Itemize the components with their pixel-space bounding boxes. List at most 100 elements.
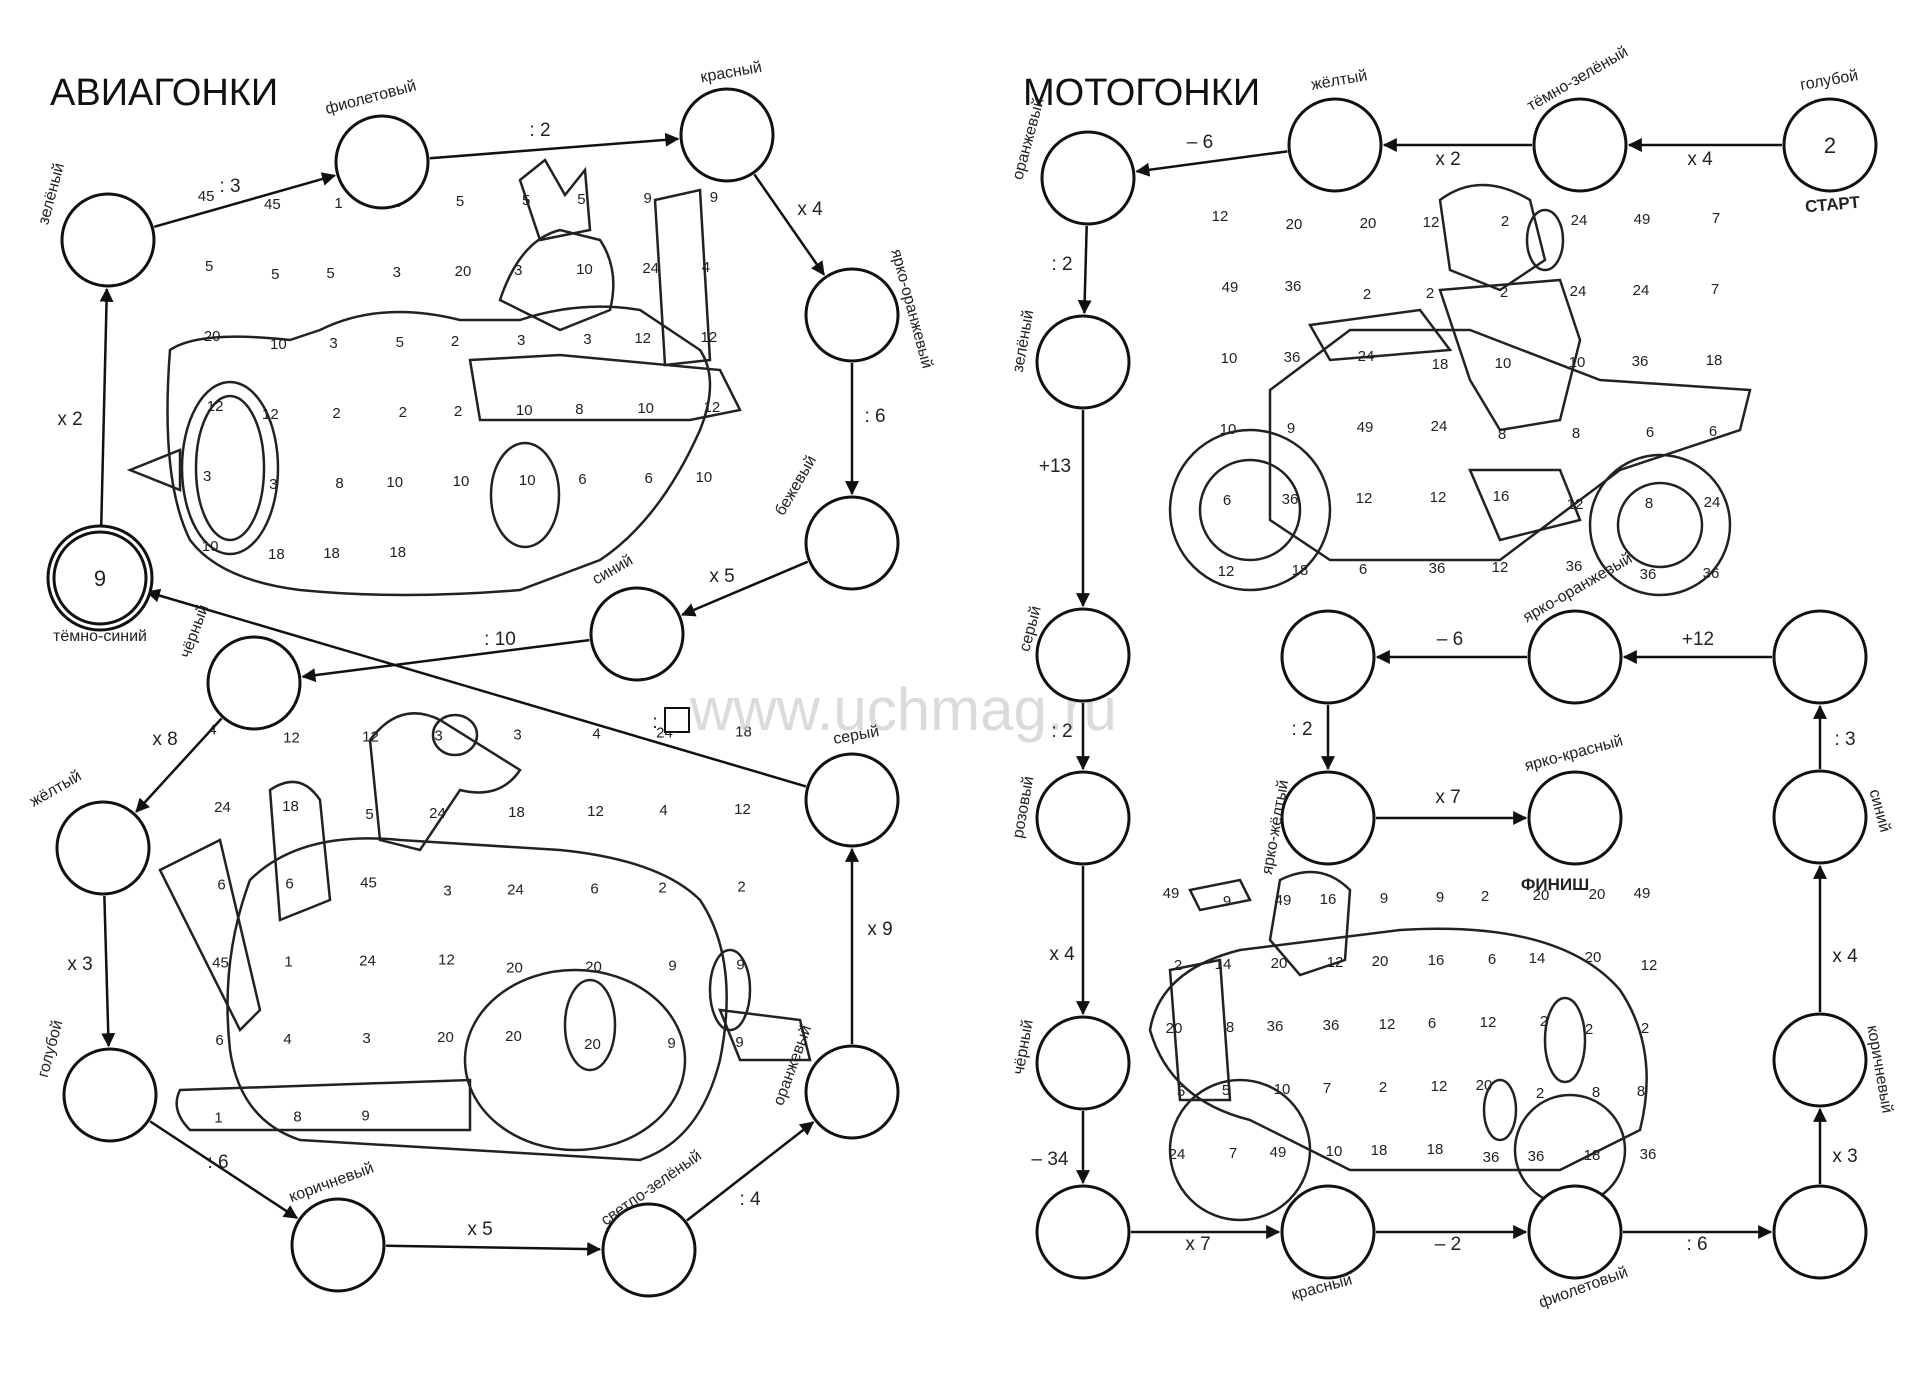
arrow-left-ser-to-tsin	[145, 588, 807, 788]
right-node-zel[interactable]: зелёный	[1010, 309, 1131, 410]
right-node-oran-circle[interactable]	[1040, 130, 1136, 226]
wolf-plane-region-number: 3	[203, 468, 211, 485]
left-node-gol-circle[interactable]	[62, 1047, 158, 1143]
wolf-plane-region-number: 5	[522, 192, 530, 209]
wolf-plane-region-number: 45	[264, 196, 281, 213]
wolf-plane-region-number: 10	[696, 469, 713, 486]
right-op-ser-roz: : 2	[1051, 721, 1072, 742]
bottom-motorcycle-picture	[1148, 870, 1648, 1222]
duck-plane-region-number: 20	[584, 1036, 601, 1053]
right-node-mid_left-circle[interactable]	[1280, 609, 1376, 705]
blank-answer-box[interactable]	[664, 707, 690, 733]
duck-plane-region-number: 8	[293, 1109, 301, 1126]
right-node-kor[interactable]: коричневый	[1772, 1012, 1896, 1114]
right-node-kras[interactable]: красный	[1280, 1184, 1376, 1304]
wolf-plane-region-number: 10	[516, 402, 533, 419]
right-node-kor-circle[interactable]	[1772, 1012, 1868, 1108]
left-node-kor-circle[interactable]	[290, 1197, 386, 1293]
right-node-zhel[interactable]: жёлтый	[1287, 67, 1383, 193]
right-node-bottom1[interactable]	[1035, 1184, 1131, 1280]
left-node-oran-circle[interactable]	[804, 1044, 900, 1140]
right-node-yakr-circle[interactable]	[1527, 770, 1623, 866]
right-node-roz[interactable]: розовый	[1010, 770, 1131, 866]
left-node-bezh-circle[interactable]	[804, 495, 900, 591]
right-node-zel-circle[interactable]	[1035, 314, 1131, 410]
wolf-plane-region-number: 12	[262, 406, 279, 423]
left-node-zhel-circle[interactable]	[55, 800, 151, 896]
right-node-ser[interactable]: серый	[1016, 604, 1131, 703]
top-moto-region-number: 12	[1218, 563, 1235, 580]
left-op-tsin-zel: x 2	[57, 409, 82, 430]
left-node-bezh-color-label: бежевый	[772, 453, 820, 519]
duck-plane-region-number: 18	[282, 798, 299, 815]
right-node-fiol[interactable]: фиолетовый	[1527, 1184, 1630, 1312]
wolf-plane-region-number: 1	[334, 195, 342, 212]
bottom-moto-region-number: 6	[1488, 951, 1496, 968]
left-node-fiol-circle[interactable]	[334, 114, 430, 210]
start-label: СТАРТ	[1804, 193, 1861, 217]
left-node-fiol-color-label: фиолетовый	[324, 77, 419, 118]
arrow-left-sin-to-cher	[301, 638, 590, 683]
right-node-ser-circle[interactable]	[1035, 607, 1131, 703]
right-op-oran-zel: : 2	[1051, 254, 1072, 275]
bottom-moto-region-number: 36	[1267, 1018, 1284, 1035]
left-node-yaor[interactable]: ярко-оранжевый	[804, 247, 935, 370]
right-node-cher-circle[interactable]	[1035, 1015, 1131, 1111]
left-node-cher[interactable]: чёрный	[177, 603, 302, 731]
right-node-bottom4-circle[interactable]	[1772, 1184, 1868, 1280]
right-node-oran[interactable]: оранжевый	[1010, 96, 1136, 226]
left-node-oran[interactable]: оранжевый	[770, 1023, 900, 1140]
right-node-gol-circle[interactable]	[1782, 97, 1878, 193]
right-node-yaor-circle[interactable]	[1527, 609, 1623, 705]
left-node-cher-circle[interactable]	[206, 635, 302, 731]
right-node-cher[interactable]: чёрный	[1010, 1015, 1131, 1111]
right-node-fiol-circle[interactable]	[1527, 1184, 1623, 1280]
right-node-roz-circle[interactable]	[1035, 770, 1131, 866]
left-node-zel-circle[interactable]	[60, 192, 156, 288]
left-node-ser-circle[interactable]	[804, 752, 900, 848]
watermark: www.uchmag.ru	[689, 676, 1117, 743]
top-moto-region-number: 8	[1498, 426, 1506, 443]
right-node-yakr[interactable]: ярко-красный	[1523, 732, 1625, 866]
left-node-svz-circle[interactable]	[601, 1202, 697, 1298]
right-node-tz[interactable]: тёмно-зелёный	[1524, 43, 1631, 193]
right-node-kras-circle[interactable]	[1280, 1184, 1376, 1280]
left-node-kras[interactable]: красный	[679, 59, 775, 183]
left-node-sin[interactable]: синий	[589, 552, 685, 682]
top-moto-region-number: 24	[1570, 283, 1587, 300]
left-node-kras-circle[interactable]	[679, 87, 775, 183]
wolf-plane-region-number: 5	[205, 258, 213, 275]
right-op-fiol-b4: : 6	[1686, 1234, 1707, 1255]
right-node-yazh-circle[interactable]	[1280, 770, 1376, 866]
bottom-moto-region-number: 49	[1275, 892, 1292, 909]
duck-plane-region-number: 18	[508, 804, 525, 821]
left-node-yaor-circle[interactable]	[804, 267, 900, 363]
right-node-zhel-circle[interactable]	[1287, 97, 1383, 193]
left-node-gol[interactable]: голубой	[35, 1018, 158, 1143]
bottom-moto-region-number: 12	[1379, 1016, 1396, 1033]
left-node-fiol[interactable]: фиолетовый	[324, 77, 430, 210]
right-node-sin[interactable]: синий	[1772, 769, 1893, 865]
left-node-zel[interactable]: зелёный	[35, 161, 156, 288]
right-op-sin-tr: : 3	[1834, 729, 1855, 750]
right-node-yazh[interactable]: ярко-жёлтый	[1259, 770, 1376, 876]
wolf-plane-region-number: 12	[704, 399, 721, 416]
right-node-tz-circle[interactable]	[1532, 97, 1628, 193]
left-node-svz[interactable]: светло-зелёный	[598, 1147, 705, 1298]
left-node-tsin-circle[interactable]	[52, 530, 148, 626]
right-op-cher-b1: – 34	[1032, 1149, 1069, 1170]
right-node-top_right2[interactable]	[1772, 609, 1868, 705]
right-node-top_right2-circle[interactable]	[1772, 609, 1868, 705]
right-node-mid_left[interactable]	[1280, 609, 1376, 705]
left-node-sin-circle[interactable]	[589, 586, 685, 682]
bottom-moto-region-number: 6	[1428, 1015, 1436, 1032]
right-node-bottom1-circle[interactable]	[1035, 1184, 1131, 1280]
left-node-kor[interactable]: коричневый	[287, 1160, 386, 1293]
bottom-moto-region-number: 7	[1323, 1080, 1331, 1097]
right-node-bottom4[interactable]	[1772, 1184, 1868, 1280]
left-node-zhel[interactable]: жёлтый	[27, 768, 151, 896]
right-node-sin-circle[interactable]	[1772, 769, 1868, 865]
